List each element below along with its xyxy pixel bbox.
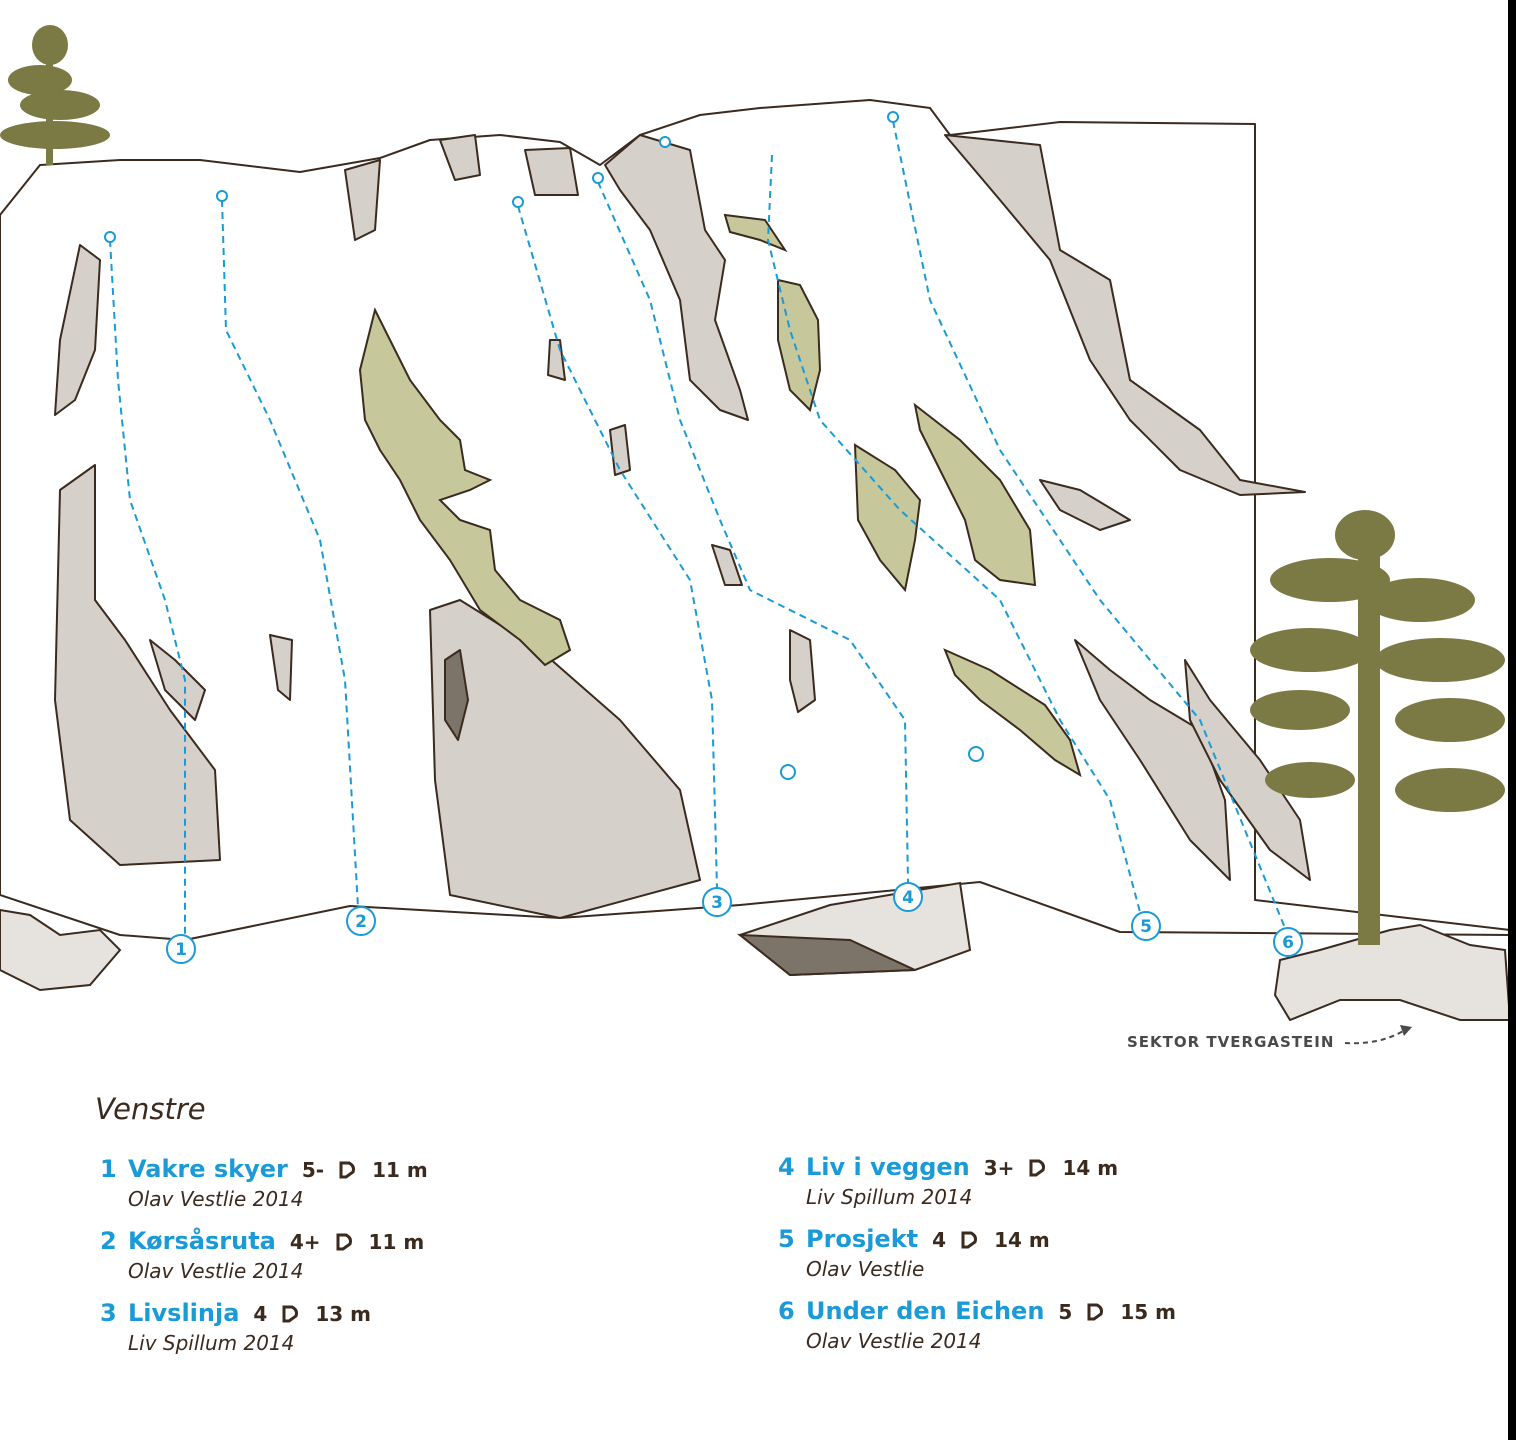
cliff-face	[0, 99, 1511, 941]
route-marker-1: 1	[166, 934, 196, 964]
route-length: 15 m	[1120, 1300, 1176, 1324]
bolt-marker-icon	[968, 746, 984, 762]
bolt-icon	[336, 1233, 352, 1251]
route-length: 14 m	[994, 1228, 1050, 1252]
svg-text:SEKTOR TVERGASTEIN: SEKTOR TVERGASTEIN	[1127, 1033, 1334, 1051]
bolt-icon	[961, 1231, 978, 1249]
bolt-marker-icon	[780, 764, 796, 780]
first-ascent: Olav Vestlie 2014	[806, 1329, 982, 1353]
svg-text:2: 2	[355, 912, 367, 932]
anchor-icon	[592, 172, 604, 184]
route-number: 6	[778, 1297, 795, 1325]
anchor-icon	[104, 231, 116, 243]
section-title: Venstre	[95, 1092, 206, 1126]
svg-text:1: 1	[175, 940, 187, 960]
route-line-4	[597, 181, 909, 883]
first-ascent: Olav Vestlie	[806, 1257, 925, 1281]
tree-icon	[1250, 510, 1505, 945]
route-name: Vakre skyer	[128, 1155, 288, 1183]
route-name: Kørsåsruta	[128, 1227, 276, 1255]
route-line-6	[892, 120, 1286, 929]
route-line-3	[517, 205, 718, 889]
bolt-icon	[282, 1305, 299, 1323]
bolt-icon	[1029, 1159, 1046, 1177]
svg-text:6: 6	[1282, 933, 1294, 953]
route-grade: 5	[1058, 1300, 1073, 1324]
route-number: 1	[100, 1155, 117, 1183]
sector-link[interactable]: SEKTOR TVERGASTEIN	[1127, 1025, 1412, 1051]
route-number: 5	[778, 1225, 795, 1253]
route-entry: 6 Under den Eichen 5 15 m Olav Vestlie 2014	[778, 1297, 1176, 1369]
route-number: 3	[100, 1299, 117, 1327]
bolt-icon	[339, 1161, 356, 1179]
route-list-left: 1 Vakre skyer 5- 11 m Olav Vestlie 2014 2 Kø…	[100, 1155, 428, 1371]
bolt-icon	[1087, 1303, 1104, 1321]
first-ascent: Liv Spillum 2014	[128, 1331, 295, 1355]
route-name: Liv i veggen	[806, 1153, 970, 1181]
route-marker-5: 5	[1131, 911, 1161, 941]
first-ascent: Liv Spillum 2014	[806, 1185, 973, 1209]
svg-text:4: 4	[902, 888, 914, 908]
route-entry: 5 Prosjekt 4 14 m Olav Vestlie	[778, 1225, 1176, 1297]
first-ascent: Olav Vestlie 2014	[128, 1187, 304, 1211]
route-name: Under den Eichen	[806, 1297, 1045, 1325]
anchors	[104, 111, 984, 780]
route-number: 2	[100, 1227, 117, 1255]
route-name: Prosjekt	[806, 1225, 919, 1253]
route-grade: 5-	[301, 1158, 325, 1182]
svg-text:3: 3	[711, 893, 723, 913]
route-length: 11 m	[372, 1158, 428, 1182]
page-edge	[1508, 0, 1516, 1440]
anchor-icon	[659, 136, 671, 148]
route-markers: 1 2 3 4 5 6	[166, 882, 1303, 964]
route-entry: 4 Liv i veggen 3+ 14 m Liv Spillum 2014	[778, 1153, 1176, 1225]
crag-topo-illustration: 1 2 3 4 5 6 SEKTOR TVERGASTEIN	[0, 25, 1512, 1051]
route-grade: 4	[932, 1228, 947, 1252]
anchor-icon	[887, 111, 899, 123]
route-grade: 3+	[983, 1156, 1015, 1180]
route-line-1	[109, 239, 186, 935]
route-marker-3: 3	[702, 887, 732, 917]
route-line-5	[766, 154, 1141, 913]
route-length: 14 m	[1062, 1156, 1119, 1180]
route-lines	[109, 120, 1286, 935]
route-length: 13 m	[315, 1302, 371, 1326]
anchor-icon	[216, 190, 228, 202]
route-entry: 1 Vakre skyer 5- 11 m Olav Vestlie 2014	[100, 1155, 428, 1227]
route-grade: 4	[253, 1302, 268, 1326]
first-ascent: Olav Vestlie 2014	[128, 1259, 304, 1283]
route-number: 4	[778, 1153, 795, 1181]
route-line-2	[221, 199, 359, 908]
route-marker-4: 4	[893, 882, 923, 912]
route-entry: 2 Kørsåsruta 4+ 11 m Olav Vestlie 2014	[100, 1227, 428, 1299]
route-length: 11 m	[368, 1230, 425, 1254]
tree-icon	[0, 25, 110, 165]
route-grade: 4+	[289, 1230, 321, 1254]
route-entry: 3 Livslinja 4 13 m Liv Spillum 2014	[100, 1299, 428, 1371]
route-name: Livslinja	[128, 1299, 240, 1327]
vegetation-patches	[358, 213, 1082, 778]
anchor-icon	[512, 196, 524, 208]
route-marker-2: 2	[346, 906, 376, 936]
route-marker-6: 6	[1273, 927, 1303, 957]
arrow-icon	[1344, 1029, 1406, 1045]
route-list-right: 4 Liv i veggen 3+ 14 m Liv Spillum 2014 5 Pr…	[778, 1153, 1176, 1369]
svg-text:5: 5	[1140, 917, 1152, 937]
